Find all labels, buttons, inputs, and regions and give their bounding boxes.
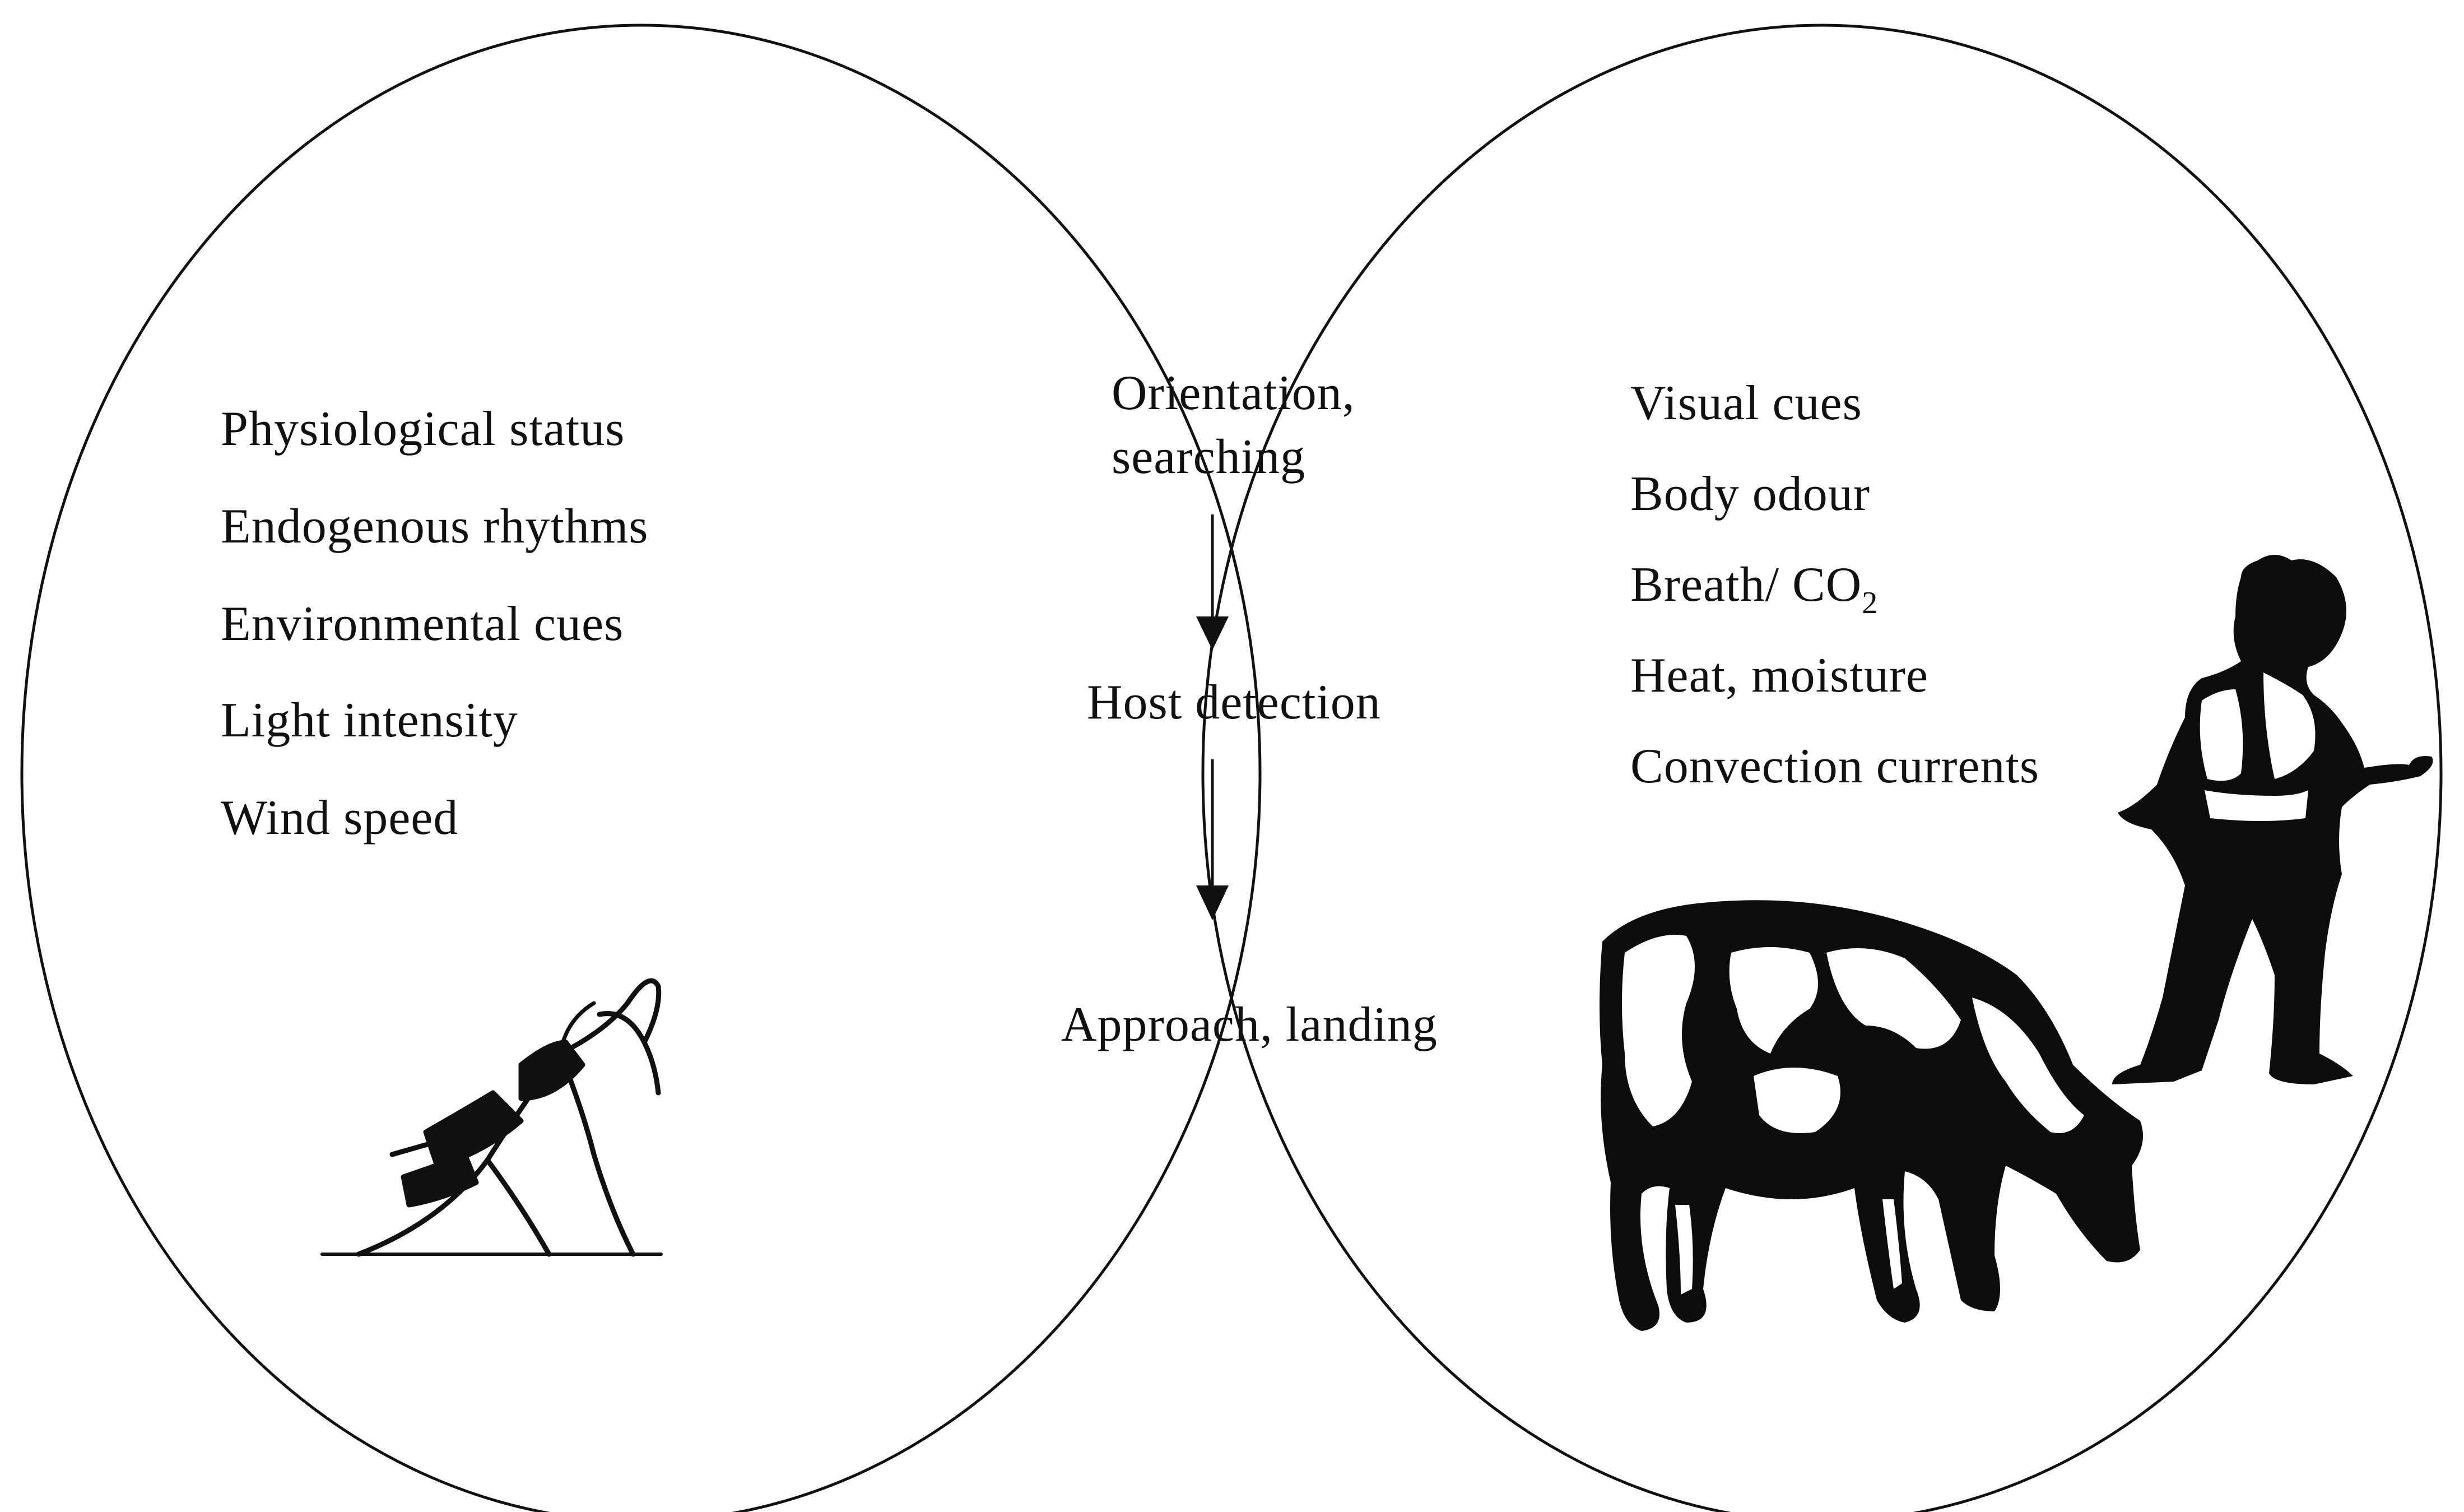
left-item-wind-speed: Wind speed [221,791,459,845]
cow-icon [1600,900,2143,1331]
right-item-body-odour: Body odour [1630,467,1870,521]
right-item-breath-co2: Breath/ CO2 [1630,558,1878,619]
left-item-physiological-status: Physiological status [221,402,625,456]
right-item-convection-currents: Convection currents [1630,739,2040,794]
right-circle [1201,24,2443,1512]
left-item-endogenous-rhythms: Endogenous rhythms [221,499,649,554]
overlap-step-host-detection: Host detection [1087,675,1381,730]
right-item-visual-cues: Visual cues [1630,376,1862,430]
overlap-step-orientation: Orientation, [1112,366,1355,420]
left-item-light-intensity: Light intensity [221,693,518,748]
left-item-environmental-cues: Environmental cues [221,597,624,651]
breath-co-text: Breath/ CO [1630,558,1862,612]
mosquito-icon [320,978,663,1257]
arrow-down-icon [1196,514,1229,650]
right-item-heat-moisture: Heat, moisture [1630,648,1929,703]
overlap-step-approach-landing: Approach, landing [1061,998,1438,1052]
left-circle [20,24,1262,1512]
overlap-step-searching: searching [1112,430,1306,484]
person-icon [2112,555,2433,1084]
co2-subscript: 2 [1862,586,1879,620]
arrow-down-icon [1196,759,1229,920]
